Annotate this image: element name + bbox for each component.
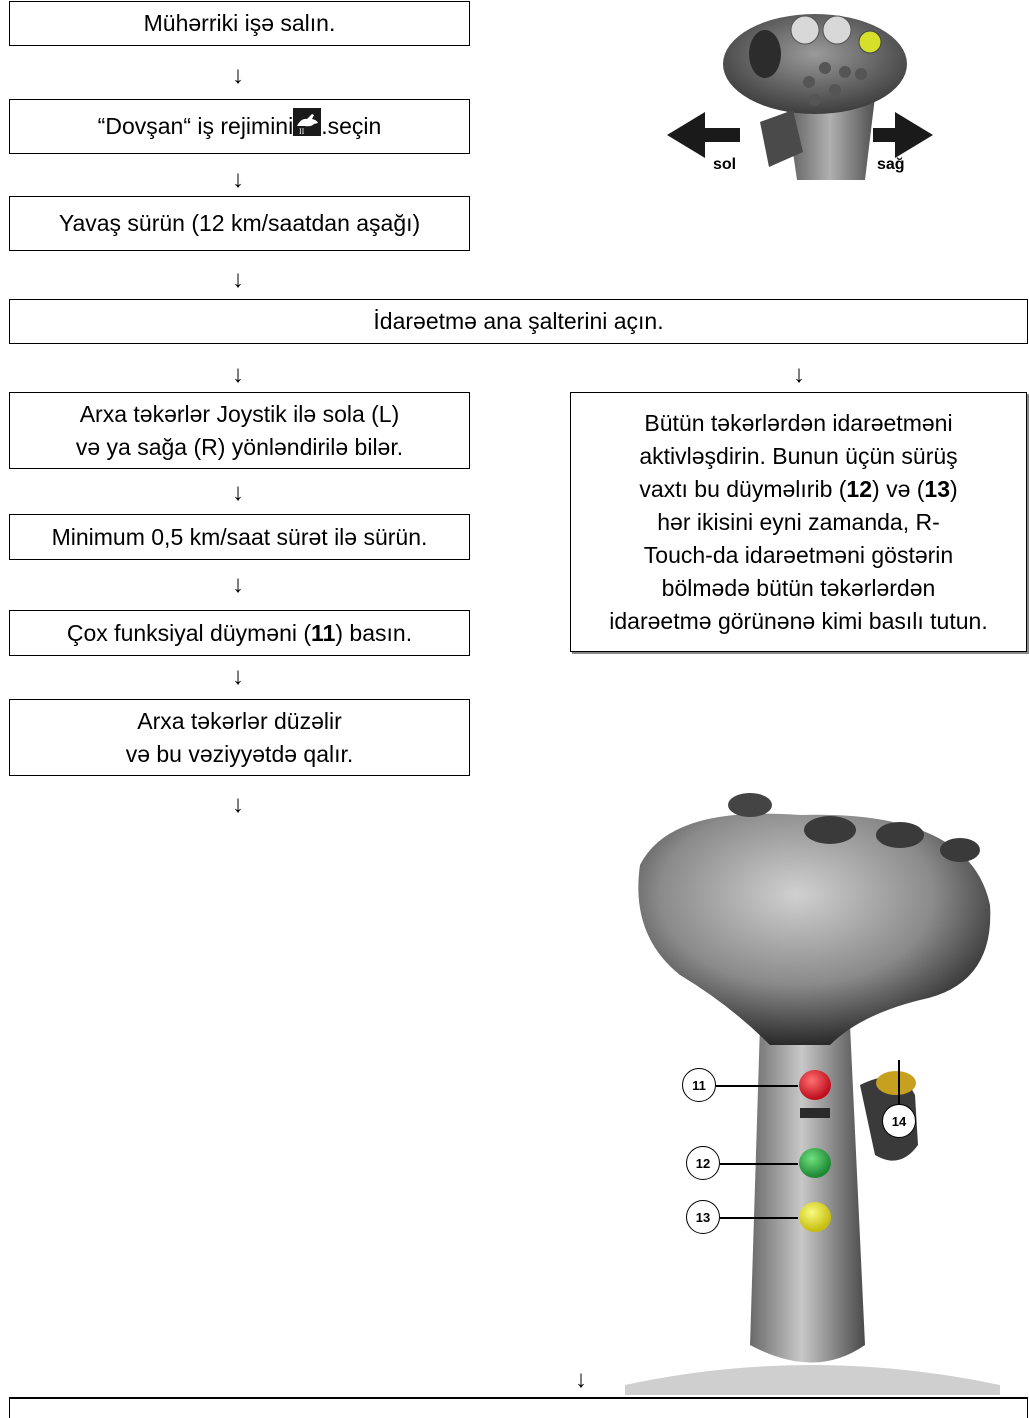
step-text: Çox funksiyal düyməni (11) basın. [66,619,413,646]
step-min-speed: Minimum 0,5 km/saat sürət ilə sürün. [9,514,470,560]
callout-leader [720,1163,798,1165]
callout-leader [716,1085,798,1087]
step-text-line: Arxa təkərlər Joystik ilə sola (L) [79,400,400,427]
step-start-engine: Mühərriki işə salın. [9,1,470,46]
step-turn-on-master-switch: İdarəetmə ana şalterini açın. [9,299,1028,344]
left-arrow-icon [667,112,740,158]
flow-arrow: ↓ [232,791,244,818]
step-text-line: hər ikisini eyni zamanda, R- [657,508,940,535]
button-13-yellow [799,1202,831,1232]
callout-12: 12 [686,1146,720,1180]
right-label: sağ [877,156,905,173]
step-text-line: Touch-da idarəetməni göstərin [643,541,954,568]
step-activate-all-wheel-steering: Bütün təkərlərdən idarəetməni aktivləşdi… [570,392,1027,652]
step-text: Mühərriki işə salın. [143,10,336,36]
rabbit-gear-icon: II [293,108,322,145]
step-text-line: və ya sağa (R) yönləndirilə bilər. [75,433,404,460]
button-12-green [799,1148,831,1178]
step-joystick-steer: Arxa təkərlər Joystik ilə sola (L) və ya… [9,392,470,469]
callout-13: 13 [686,1200,720,1234]
flow-arrow: ↓ [232,479,244,506]
step-text-line: Bütün təkərlərdən idarəetməni [644,409,953,436]
step-text: Minimum 0,5 km/saat sürət ilə sürün. [51,523,428,550]
flow-arrow: ↓ [575,1366,587,1393]
step-drive-slow: Yavaş sürün (12 km/saatdan aşağı) [9,196,470,251]
step-text: Yavaş sürün (12 km/saatdan aşağı) [58,210,421,236]
flow-arrow: ↓ [232,62,244,89]
step-rear-wheels-align: Arxa təkərlər düzəlir və bu vəziyyətdə q… [9,699,470,776]
flow-arrow: ↓ [232,266,244,293]
step-text-line: idarəetmə görünənə kimi basılı tutun. [609,607,988,634]
callout-leader [720,1217,798,1219]
step-text-post: .seçin [321,113,382,139]
step-text-line: bölmədə bütün təkərlərdən [661,574,936,601]
step-text-line: Arxa təkərlər düzəlir [137,707,342,734]
flow-arrow: ↓ [232,166,244,193]
callout-leader [898,1060,900,1104]
step-text: İdarəetmə ana şalterini açın. [373,308,664,334]
spacer [9,1398,1028,1418]
flow-arrow: ↓ [232,361,244,388]
step-press-multifunction: Çox funksiyal düyməni (11) basın. [9,610,470,656]
step-text-line: aktivləşdirin. Bunun üçün sürüş [639,442,958,469]
step-text-line: vaxtı bu düyməlırib (12) və (13) [639,475,958,502]
right-arrow-icon [873,112,933,158]
step-text-line: və bu vəziyyətdə qalır. [125,740,354,767]
callout-14: 14 [882,1104,916,1138]
flow-arrow: ↓ [232,663,244,690]
joystick-top-illustration: sol sağ [665,2,935,182]
callout-11: 11 [682,1068,716,1102]
flow-arrow: ↓ [793,361,805,388]
left-label: sol [713,156,737,173]
flow-arrow: ↓ [232,571,244,598]
step-select-rabbit-mode: “Dovşan“ iş rejimini II .seçin [9,99,470,154]
joystick-bottom-illustration [600,785,1028,1395]
important-note-box [9,1398,1028,1418]
svg-text:II: II [299,127,305,136]
button-11-red [799,1070,831,1100]
step-text-pre: “Dovşan“ iş rejimini [97,113,294,139]
